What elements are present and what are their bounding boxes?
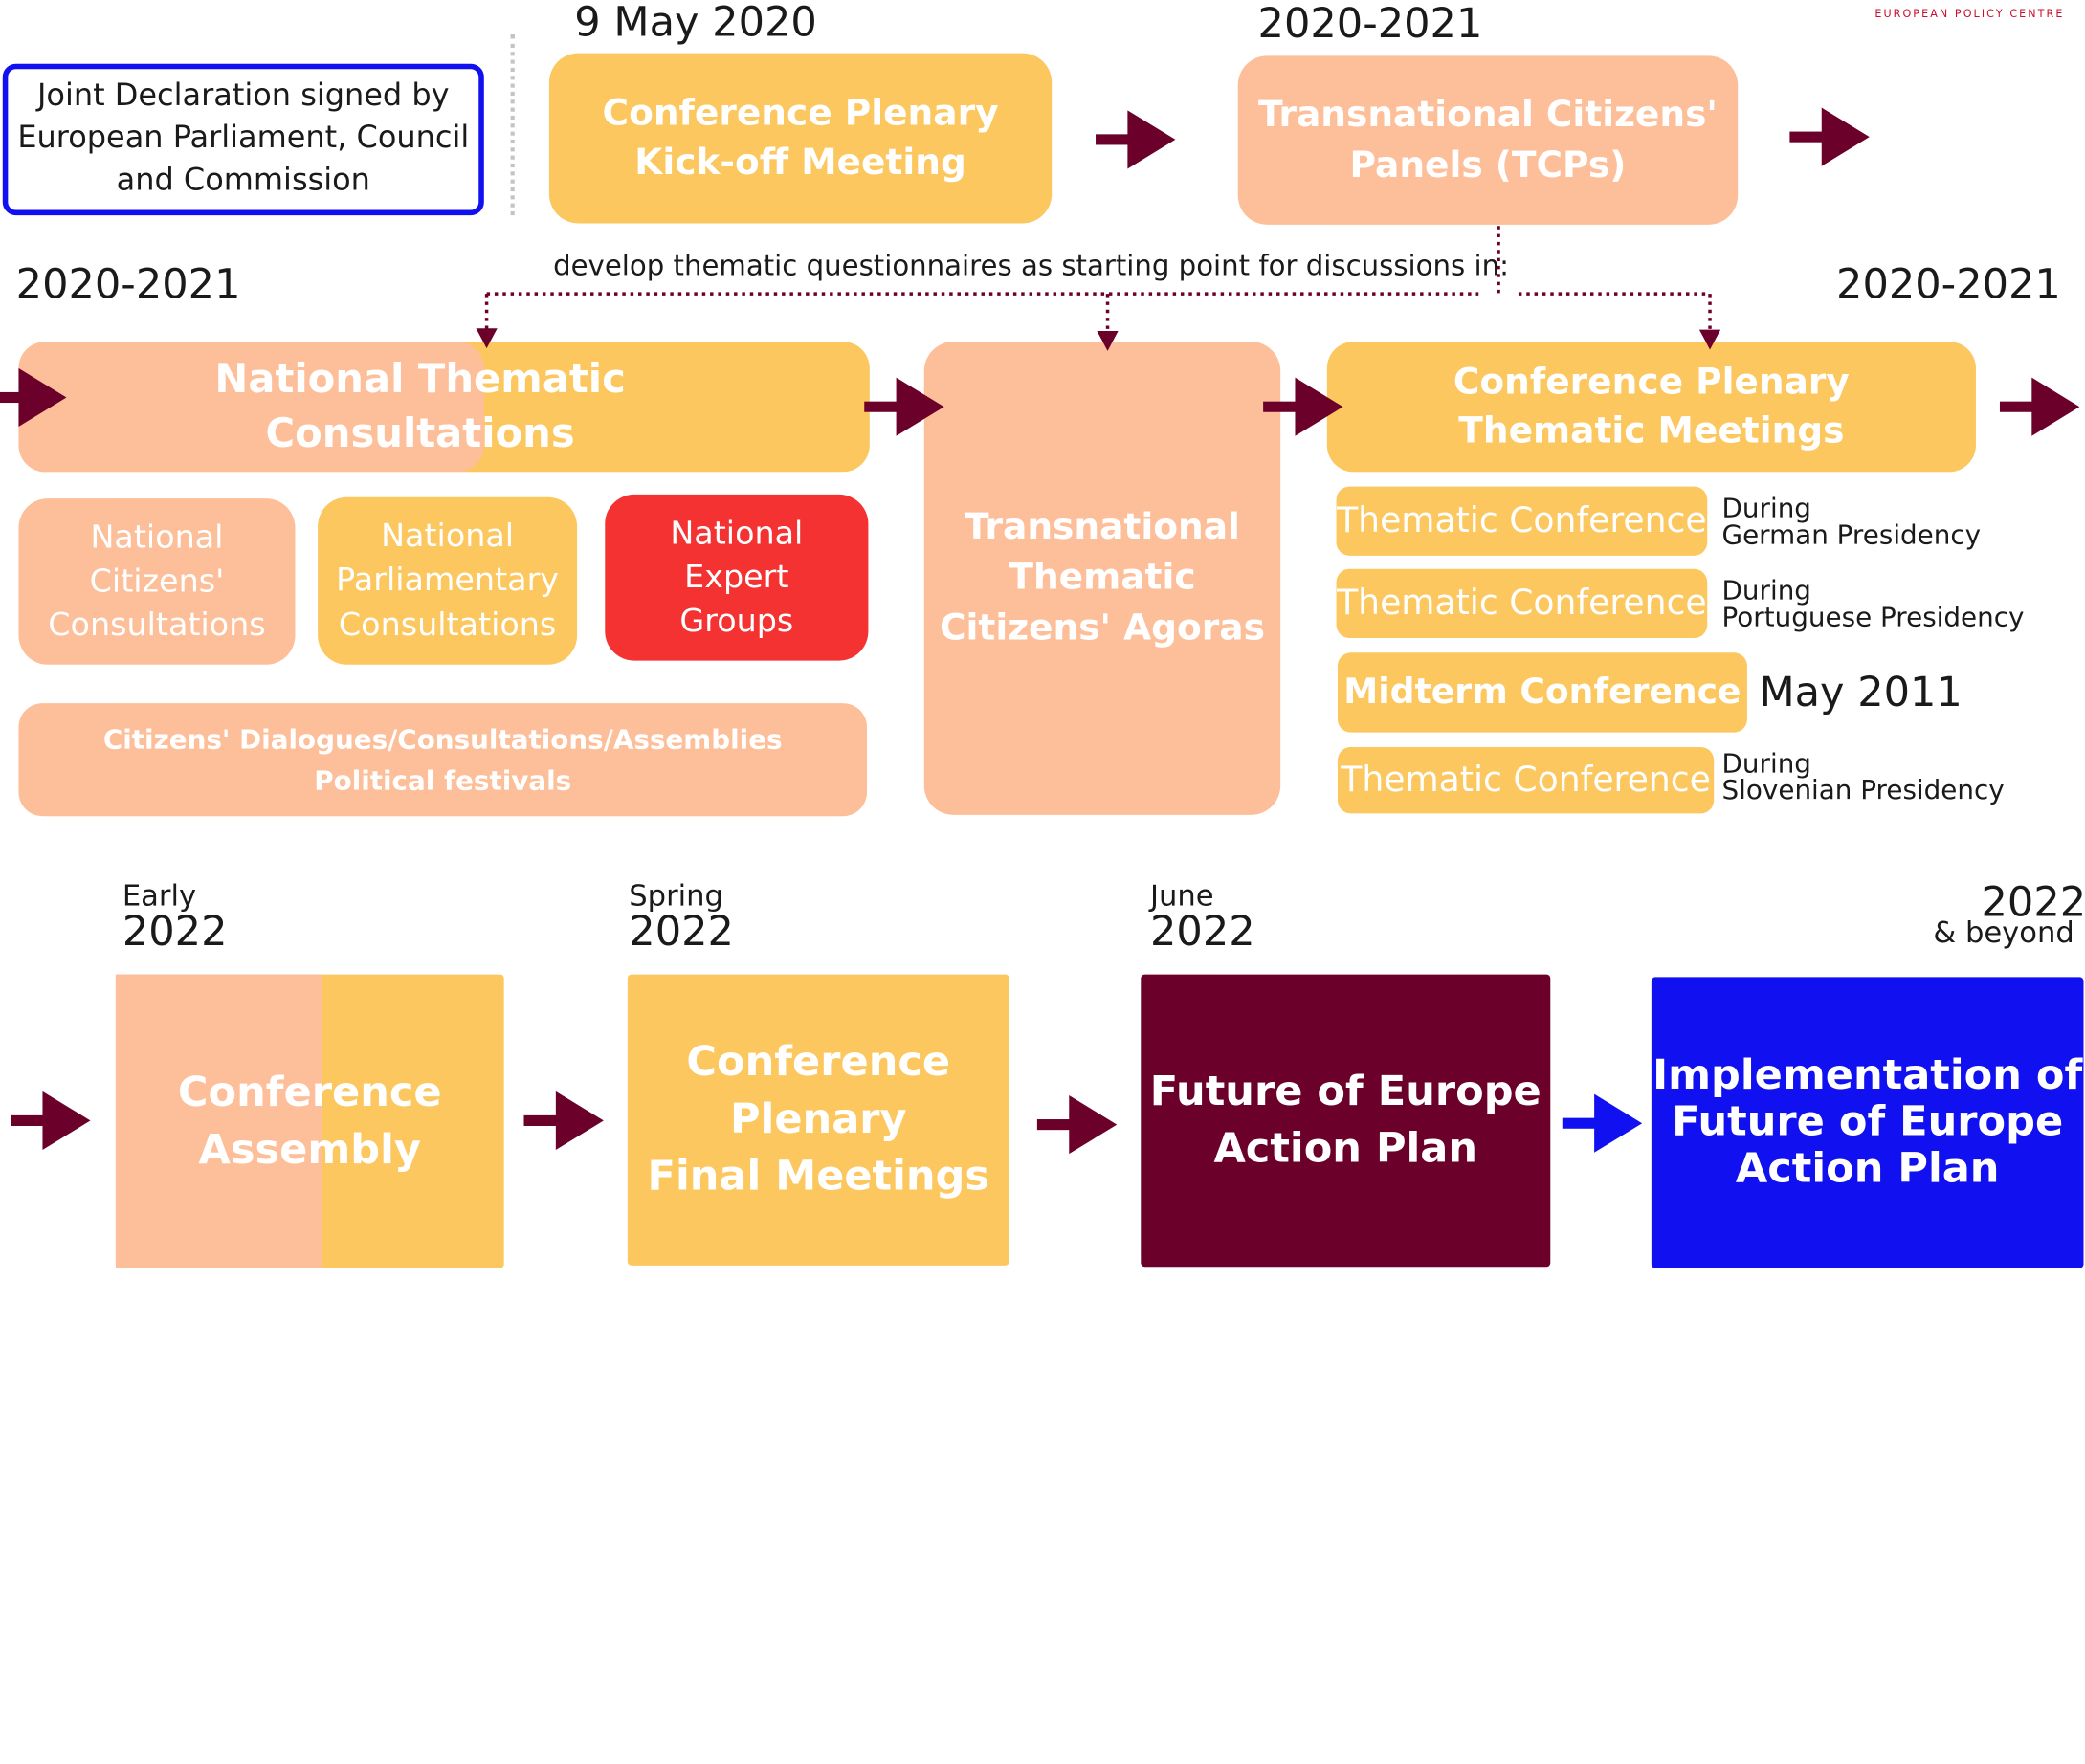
dialogues-box: Citizens' Dialogues/Consultations/Assemb… [18,703,868,817]
agoras-box: Transnational Thematic Citizens' Agoras [923,342,1281,815]
thematic-conference-1-text: Thematic Conference [1337,500,1707,541]
arrow-agoras-to-plenary [1263,377,1343,436]
plenary-thematic-text: Conference Plenary Thematic Meetings [1453,361,1850,452]
dotted-arrowheads [476,328,1721,351]
kickoff-box: Conference Plenary Kick-off Meeting [548,53,1053,224]
date-final-small: Spring [629,879,723,914]
slovenian-presidency-note: During Slovenian Presidency [1721,746,2005,806]
tcp-text: Transnational Citizens' Panels (TCPs) [1257,95,1718,186]
arrow-action-to-implementation [1562,1093,1643,1153]
thematic-conference-2: Thematic Conference [1336,568,1708,639]
questionnaire-note: develop thematic questionnaires as start… [553,250,1509,282]
kickoff-text: Conference Plenary Kick-off Meeting [602,92,999,184]
arrow-plenary-out [1999,377,2080,436]
assembly-peach-part [115,974,322,1268]
date-plenary-thematic: 2020-2021 [1836,260,2061,309]
separator-line [510,34,515,216]
logo-text: EUROPEAN POLICY CENTRE [1874,8,2065,20]
final-meetings-text: Conference Plenary Final Meetings [647,1038,990,1201]
date-tcp: 2020-2021 [1257,0,1483,49]
national-parliamentary-text: National Parliamentary Consultations [336,518,560,643]
thematic-conference-3: Thematic Conference [1337,746,1715,814]
date-impl-big: 2022 [1981,878,2085,927]
date-national: 2020-2021 [15,260,241,309]
date-action-small: June [1150,879,1214,914]
arrow-into-assembly [11,1091,91,1151]
plenary-thematic-box: Conference Plenary Thematic Meetings [1326,342,1976,473]
connectors-layer [0,107,2080,1155]
joint-declaration-box: Joint Declaration signed by European Par… [2,63,484,216]
midterm-conference-box: Midterm Conference [1337,652,1747,733]
arrow-into-national [0,367,67,428]
date-assembly-small: Early [122,879,197,914]
assembly-box [115,974,504,1268]
midterm-date: May 2011 [1759,668,1963,717]
implementation-text: Implementation of Future of Europe Actio… [1652,1050,2083,1193]
date-kickoff: 9 May 2020 [574,0,817,47]
agoras-text: Transnational Thematic Citizens' Agoras [940,506,1265,649]
arrow-final-to-action [1036,1095,1118,1155]
implementation-box: Implementation of Future of Europe Actio… [1651,977,2084,1268]
national-expert-box: National Expert Groups [605,494,869,661]
assembly-label-wrap: Conference Assembly [116,975,504,1268]
portuguese-presidency-note: During Portuguese Presidency [1721,574,2025,633]
national-thematic-label-wrap: National Thematic Consultations [18,342,821,472]
joint-declaration-text: Joint Declaration signed by European Par… [17,78,470,198]
national-expert-text: National Expert Groups [670,514,804,640]
assembly-text: Conference Assembly [177,1068,442,1174]
national-parliamentary-box: National Parliamentary Consultations [318,496,578,665]
national-thematic-peach-part [18,342,484,473]
arrow-national-to-agoras [864,377,944,436]
arrow-assembly-to-final [523,1091,604,1151]
date-final-big: 2022 [629,908,734,957]
final-meetings-box: Conference Plenary Final Meetings [627,974,1009,1266]
midterm-conference-text: Midterm Conference [1343,673,1741,713]
arrow-tcp-out [1789,107,1870,166]
tcp-box: Transnational Citizens' Panels (TCPs) [1237,55,1739,225]
action-plan-box: Future of Europe Action Plan [1141,974,1551,1268]
national-thematic-box [18,342,870,473]
german-presidency-note: During German Presidency [1721,492,1982,551]
thematic-conference-3-text: Thematic Conference [1341,760,1711,801]
date-impl-small: & beyond [1933,916,2074,951]
thematic-conference-2-text: Thematic Conference [1337,584,1707,624]
thematic-conference-1: Thematic Conference [1336,486,1708,556]
dotted-connectors [484,226,1712,330]
action-plan-text: Future of Europe Action Plan [1149,1068,1542,1173]
arrow-kickoff-to-tcp [1096,110,1176,169]
national-thematic-text: National Thematic Consultations [214,355,626,458]
date-action-big: 2022 [1150,908,1255,957]
date-assembly-big: 2022 [122,908,228,957]
national-citizens-box: National Citizens' Consultations [18,498,296,665]
national-citizens-text: National Citizens' Consultations [48,518,266,644]
dialogues-text: Citizens' Dialogues/Consultations/Assemb… [102,722,783,796]
